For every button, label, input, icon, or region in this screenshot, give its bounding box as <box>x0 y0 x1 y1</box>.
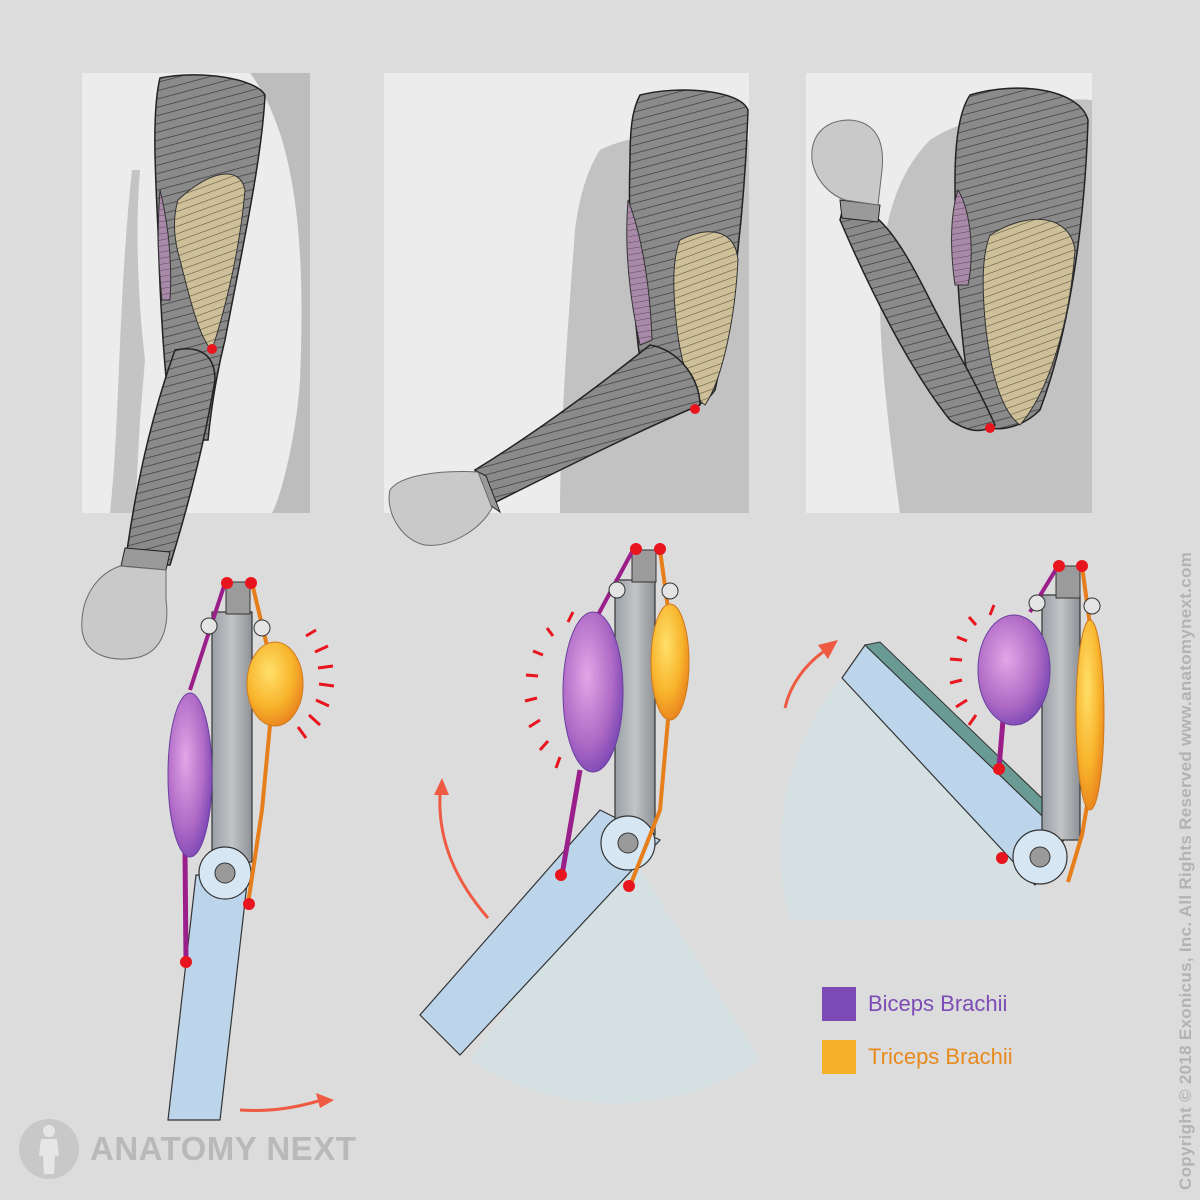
photo-triceps <box>173 173 246 351</box>
mechanism-fully-flexed <box>780 560 1105 920</box>
triceps-muscle <box>1075 619 1105 811</box>
biceps-muscle <box>167 692 213 858</box>
photo-triceps-2 <box>673 231 739 406</box>
pulley-icon <box>608 581 626 599</box>
human-figure-icon <box>19 1119 79 1179</box>
biceps-muscle <box>562 611 624 773</box>
forearm-muscles-2 <box>474 344 701 507</box>
legend-label-biceps: Biceps Brachii <box>868 991 1008 1016</box>
biceps-swatch <box>822 987 856 1021</box>
contraction-marks <box>524 611 575 769</box>
forearm-muscles-3 <box>839 199 996 432</box>
photo-biceps <box>157 189 172 301</box>
pulley-icon <box>253 619 271 637</box>
photo-panel-half-flexed <box>384 73 749 546</box>
legend-label-triceps: Triceps Brachii <box>868 1044 1013 1069</box>
fist <box>81 565 168 660</box>
triceps-swatch <box>822 1040 856 1074</box>
pulley-icon <box>1083 597 1101 615</box>
contraction-marks <box>949 604 996 726</box>
copyright-notice: Copyright © 2018 Exonicus, Inc. All Righ… <box>1176 551 1195 1190</box>
mechanism-half-flexed <box>419 543 760 1104</box>
fist-3 <box>811 119 884 206</box>
photo-panel-extended <box>81 73 310 660</box>
mechanism-extended <box>167 577 335 1121</box>
humerus-bone <box>211 611 253 863</box>
photo-panel-fully-flexed <box>806 73 1092 514</box>
humerus-bone <box>1041 594 1081 841</box>
triceps-muscle <box>650 603 690 721</box>
photo-biceps-3 <box>951 188 972 286</box>
brand-name: ANATOMY NEXT <box>90 1130 357 1167</box>
legend-item-triceps: Triceps Brachii <box>822 1040 1013 1074</box>
photo-biceps-2 <box>626 199 653 346</box>
pulley-icon <box>200 617 218 635</box>
legend-item-biceps: Biceps Brachii <box>822 987 1007 1021</box>
forearm-bone <box>167 874 249 1121</box>
rotation-arrow-icon <box>438 794 490 919</box>
contraction-marks <box>296 628 335 739</box>
pulley-icon <box>1028 594 1046 612</box>
photo-triceps-3 <box>982 218 1076 426</box>
biceps-muscle <box>977 614 1051 726</box>
rotation-arrow-icon <box>239 1098 323 1112</box>
triceps-muscle <box>246 641 304 727</box>
fist-2 <box>388 471 493 546</box>
forearm-muscles <box>124 348 216 566</box>
rotation-arrow-icon <box>783 650 824 709</box>
pulley-icon <box>661 582 679 600</box>
brand-logo: ANATOMY NEXT <box>18 1118 356 1180</box>
